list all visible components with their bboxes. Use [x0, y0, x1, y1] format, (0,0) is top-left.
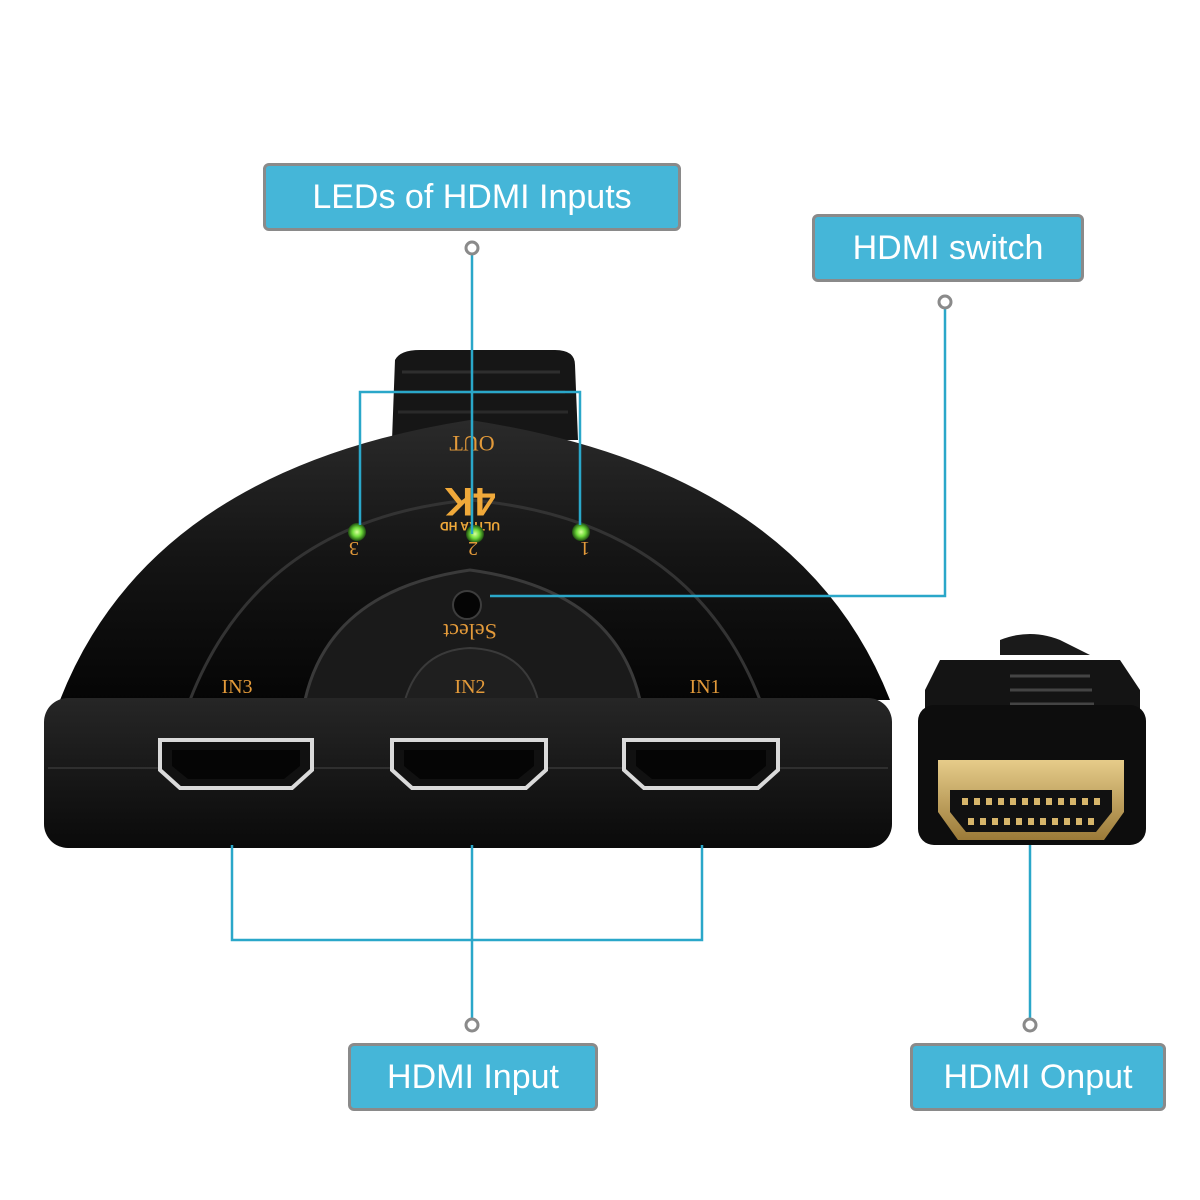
led-1: [572, 523, 590, 541]
output-callout-label: HDMI Onput: [910, 1043, 1166, 1111]
select-button[interactable]: [452, 590, 482, 620]
led-2: [466, 525, 484, 543]
input-callout-label: HDMI Input: [348, 1043, 598, 1111]
callout-leader-lines: [230, 248, 1032, 1018]
switch-callout-label: HDMI switch: [812, 214, 1084, 282]
port-label-in1: IN1: [689, 676, 720, 698]
callout-anchor-dots: [464, 240, 1038, 1033]
led-number-2: 2: [468, 537, 478, 559]
led-3: [348, 523, 366, 541]
hdmi-output-plug: [918, 634, 1146, 845]
hdmi-port-in3[interactable]: [158, 738, 314, 790]
port-label-in3: IN3: [221, 676, 252, 698]
led-number-3: 3: [349, 537, 359, 559]
led-indicators: 3 2 1: [348, 523, 590, 559]
select-label: Select: [443, 619, 497, 644]
4k-badge-main: 4K: [444, 479, 495, 523]
hdmi-port-in2[interactable]: [390, 738, 548, 790]
4k-badge-sub: ULTRA HD: [440, 519, 500, 533]
led-number-1: 1: [580, 537, 590, 559]
leds-callout-label: LEDs of HDMI Inputs: [263, 163, 681, 231]
4k-ultra-hd-badge: 4K ULTRA HD: [440, 479, 500, 533]
port-label-in2: IN2: [454, 676, 485, 698]
hdmi-port-in1[interactable]: [622, 738, 780, 790]
